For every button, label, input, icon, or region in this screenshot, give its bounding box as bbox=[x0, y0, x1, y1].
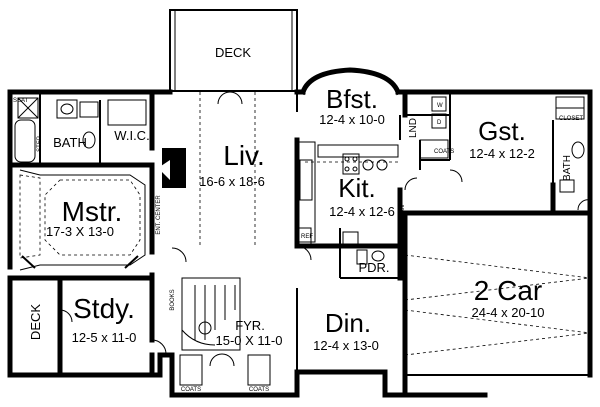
interior-walls bbox=[7, 89, 554, 378]
washer-label: W bbox=[437, 103, 443, 109]
step-label: STEP bbox=[37, 136, 43, 152]
guest-bath-fixtures bbox=[555, 96, 585, 193]
bath-fixtures bbox=[14, 97, 147, 163]
wic-label: W.I.C. bbox=[114, 128, 149, 143]
coats-right-label: COATS bbox=[249, 387, 269, 393]
closets bbox=[179, 354, 271, 386]
bfst-label: Bfst. bbox=[326, 84, 378, 114]
din-dims: 12-4 x 13-0 bbox=[313, 338, 379, 353]
exterior-walls bbox=[7, 67, 593, 398]
kit-label: Kit. bbox=[338, 173, 376, 203]
pan-label: PAN bbox=[400, 205, 406, 217]
fyr-dims: 15-0 X 11-0 bbox=[216, 333, 283, 348]
fireplace bbox=[158, 148, 186, 188]
dryer-label: D bbox=[437, 120, 442, 126]
ent-center-label: ENT. CENTER bbox=[156, 195, 162, 235]
ceiling-lines bbox=[19, 92, 591, 356]
stdy-dims: 12-5 x 11-0 bbox=[72, 330, 137, 345]
fyr-label: FYR. bbox=[235, 318, 265, 333]
coats-left-label: COATS bbox=[181, 387, 201, 393]
liv-dims: 16-6 x 18-6 bbox=[199, 174, 265, 189]
master-bay bbox=[19, 169, 146, 271]
liv-label: Liv. bbox=[223, 140, 265, 171]
stdy-label: Stdy. bbox=[73, 293, 135, 324]
doors bbox=[59, 91, 591, 367]
car-dims: 24-4 x 20-10 bbox=[472, 305, 545, 320]
powder-fixtures bbox=[356, 249, 385, 265]
deck-left-label: DECK bbox=[28, 304, 43, 340]
car-label: 2 Car bbox=[474, 275, 542, 306]
books-label: BOOKS bbox=[170, 289, 176, 310]
room-labels: DECK Bfst. 12-4 x 10-0 Gst. 12-4 x 12-2 … bbox=[28, 45, 545, 353]
gst-dims: 12-4 x 12-2 bbox=[469, 146, 535, 161]
seat-label: SEAT bbox=[13, 98, 29, 104]
bath-gst-label: BATH bbox=[562, 155, 573, 181]
deck-top bbox=[169, 9, 298, 92]
bfst-dims: 12-4 x 10-0 bbox=[319, 112, 385, 127]
bath-label: BATH bbox=[53, 135, 87, 150]
small-labels: LND COATS PAN REF CLOSET BATH W D SEAT S… bbox=[13, 98, 583, 393]
pdr-label: PDR. bbox=[358, 260, 389, 275]
lnd-label: LND bbox=[408, 118, 419, 138]
laundry-fixtures bbox=[419, 96, 449, 159]
din-label: Din. bbox=[325, 308, 371, 338]
mstr-dims: 17-3 X 13-0 bbox=[46, 224, 114, 239]
kitchen-fixtures bbox=[296, 141, 399, 247]
kit-dims: 12-4 x 12-6 bbox=[329, 204, 395, 219]
ref-label: REF bbox=[301, 234, 313, 240]
coats-lnd-label: COATS bbox=[434, 149, 454, 155]
mstr-label: Mstr. bbox=[62, 196, 123, 227]
staircase bbox=[181, 277, 241, 351]
deck-top-label: DECK bbox=[215, 45, 251, 60]
gst-label: Gst. bbox=[478, 116, 526, 146]
closet-label: CLOSET bbox=[559, 116, 583, 122]
